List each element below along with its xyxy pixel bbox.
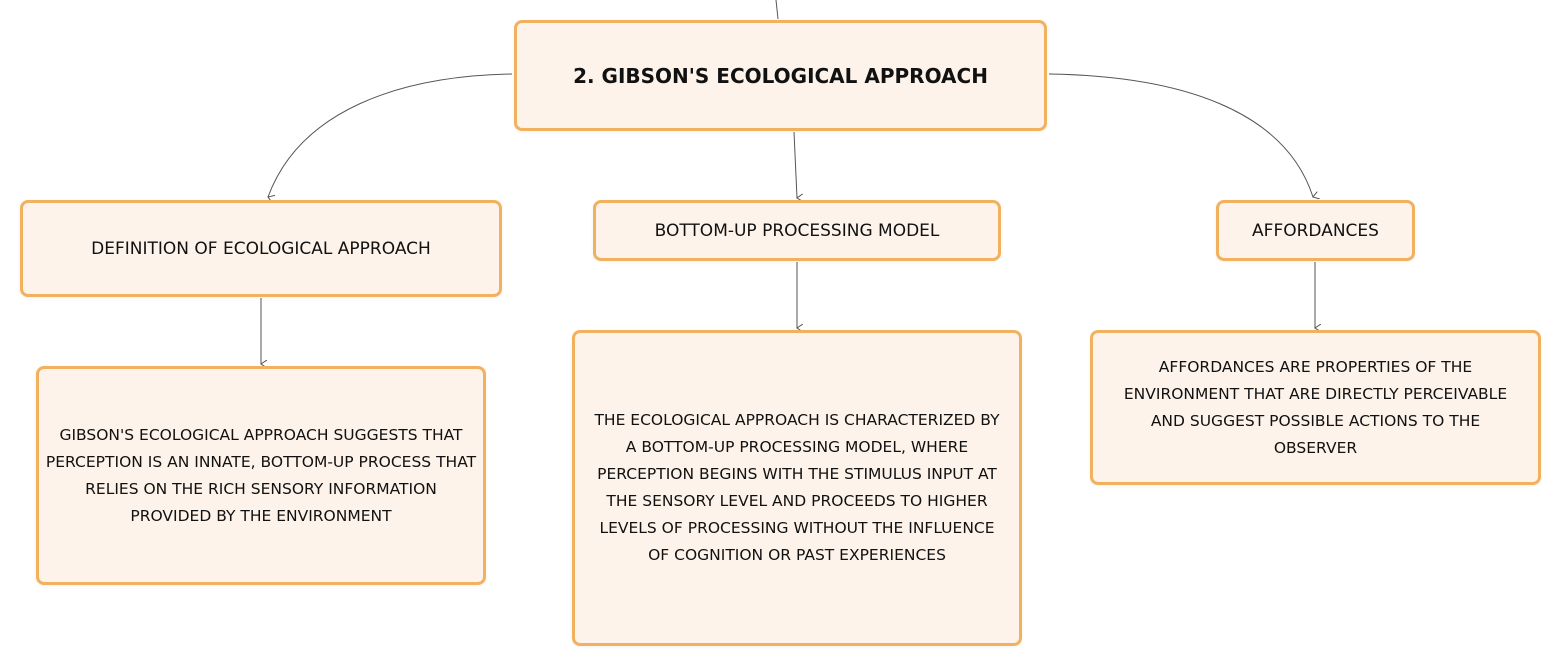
detail-node-affordances[interactable]: AFFORDANCES ARE PROPERTIES OF THE ENVIRO… — [1090, 330, 1541, 485]
detail-node-text: GIBSON'S ECOLOGICAL APPROACH SUGGESTS TH… — [45, 425, 477, 525]
branch-node-definition[interactable]: DEFINITION OF ECOLOGICAL APPROACH — [20, 200, 502, 297]
detail-node-bottom-up[interactable]: THE ECOLOGICAL APPROACH IS CHARACTERIZED… — [572, 330, 1022, 646]
detail-node-text: THE ECOLOGICAL APPROACH IS CHARACTERIZED… — [594, 411, 1000, 564]
branch-node-label: AFFORDANCES — [1252, 220, 1379, 241]
connector-root-to-bottomup — [793, 131, 797, 198]
detail-node-definition[interactable]: GIBSON'S ECOLOGICAL APPROACH SUGGESTS TH… — [36, 366, 486, 585]
connector-root-to-affordances — [1048, 73, 1313, 197]
root-node[interactable]: 2. GIBSON'S ECOLOGICAL APPROACH — [514, 20, 1047, 131]
branch-node-bottom-up[interactable]: BOTTOM-UP PROCESSING MODEL — [593, 200, 1001, 261]
connector-parent-to-root — [775, 0, 779, 20]
connector-root-to-definition — [268, 73, 513, 197]
branch-node-label: DEFINITION OF ECOLOGICAL APPROACH — [91, 238, 431, 259]
root-node-label: 2. GIBSON'S ECOLOGICAL APPROACH — [573, 63, 988, 88]
branch-node-affordances[interactable]: AFFORDANCES — [1216, 200, 1415, 261]
branch-node-label: BOTTOM-UP PROCESSING MODEL — [654, 220, 940, 241]
detail-node-text: AFFORDANCES ARE PROPERTIES OF THE ENVIRO… — [1123, 357, 1508, 457]
